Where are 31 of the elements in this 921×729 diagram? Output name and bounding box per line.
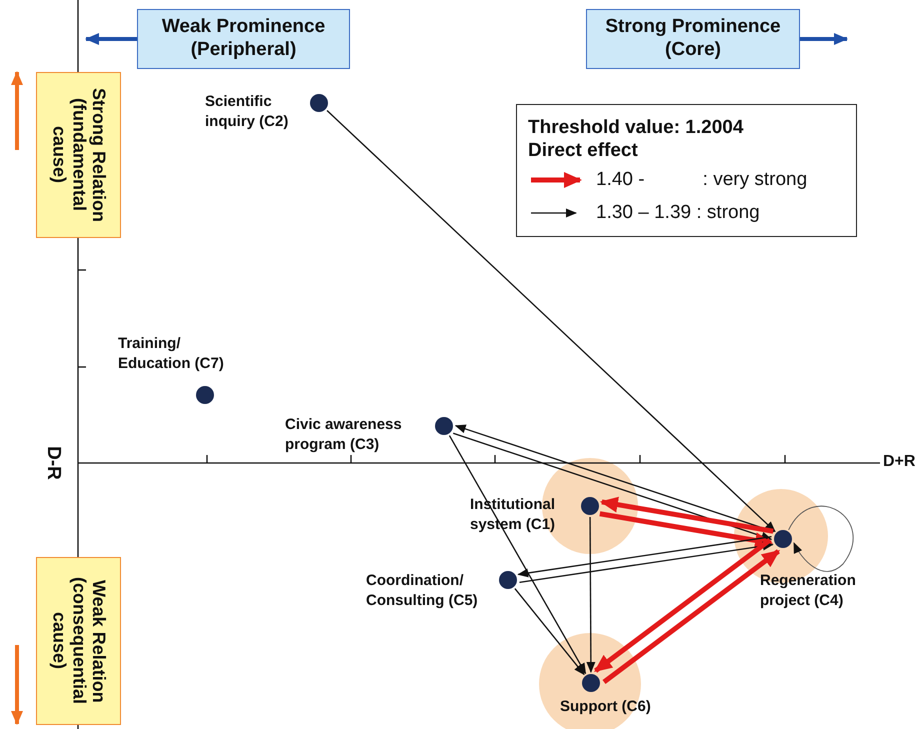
arrow [519, 542, 774, 583]
prominence-box: Strong Prominence (Core) [586, 9, 800, 69]
arrow [599, 511, 774, 548]
arrow [602, 549, 780, 684]
relation-box: Strong Relation (fundamental cause) [36, 72, 121, 238]
arrow [600, 496, 774, 534]
factor-label: Regeneration project (C4) [760, 571, 857, 610]
relation-box: Weak Relation (consequential cause) [36, 557, 121, 725]
factor-label: Coordination/ Consulting (C5) [366, 571, 479, 610]
legend-text: 1.30 – 1.39 : strong [596, 202, 760, 224]
legend-text: 1.40 - : very strong [596, 169, 808, 191]
legend-title: Threshold value: 1.2004 [528, 117, 744, 139]
factor-dot [196, 386, 214, 404]
axis-label: D+R [883, 453, 916, 471]
factor-label: Support (C6) [560, 697, 652, 716]
factor-label: Scientific inquiry (C2) [205, 92, 290, 131]
factor-dot [499, 571, 517, 589]
factor-label: Training/ Education (C7) [118, 334, 225, 373]
factor-dot [310, 94, 328, 112]
self-loop-arrow [788, 506, 854, 572]
arrow [514, 588, 585, 676]
axis-label: D-R [42, 446, 64, 480]
arrow [326, 110, 776, 532]
arrow [594, 538, 772, 673]
legend-subtitle: Direct effect [528, 140, 638, 162]
prominence-box: Weak Prominence (Peripheral) [137, 9, 350, 69]
arrow [586, 517, 596, 673]
arrow [448, 435, 586, 674]
factor-dot [435, 417, 453, 435]
factor-label: Civic awareness program (C3) [285, 415, 403, 454]
arrow [517, 536, 772, 578]
